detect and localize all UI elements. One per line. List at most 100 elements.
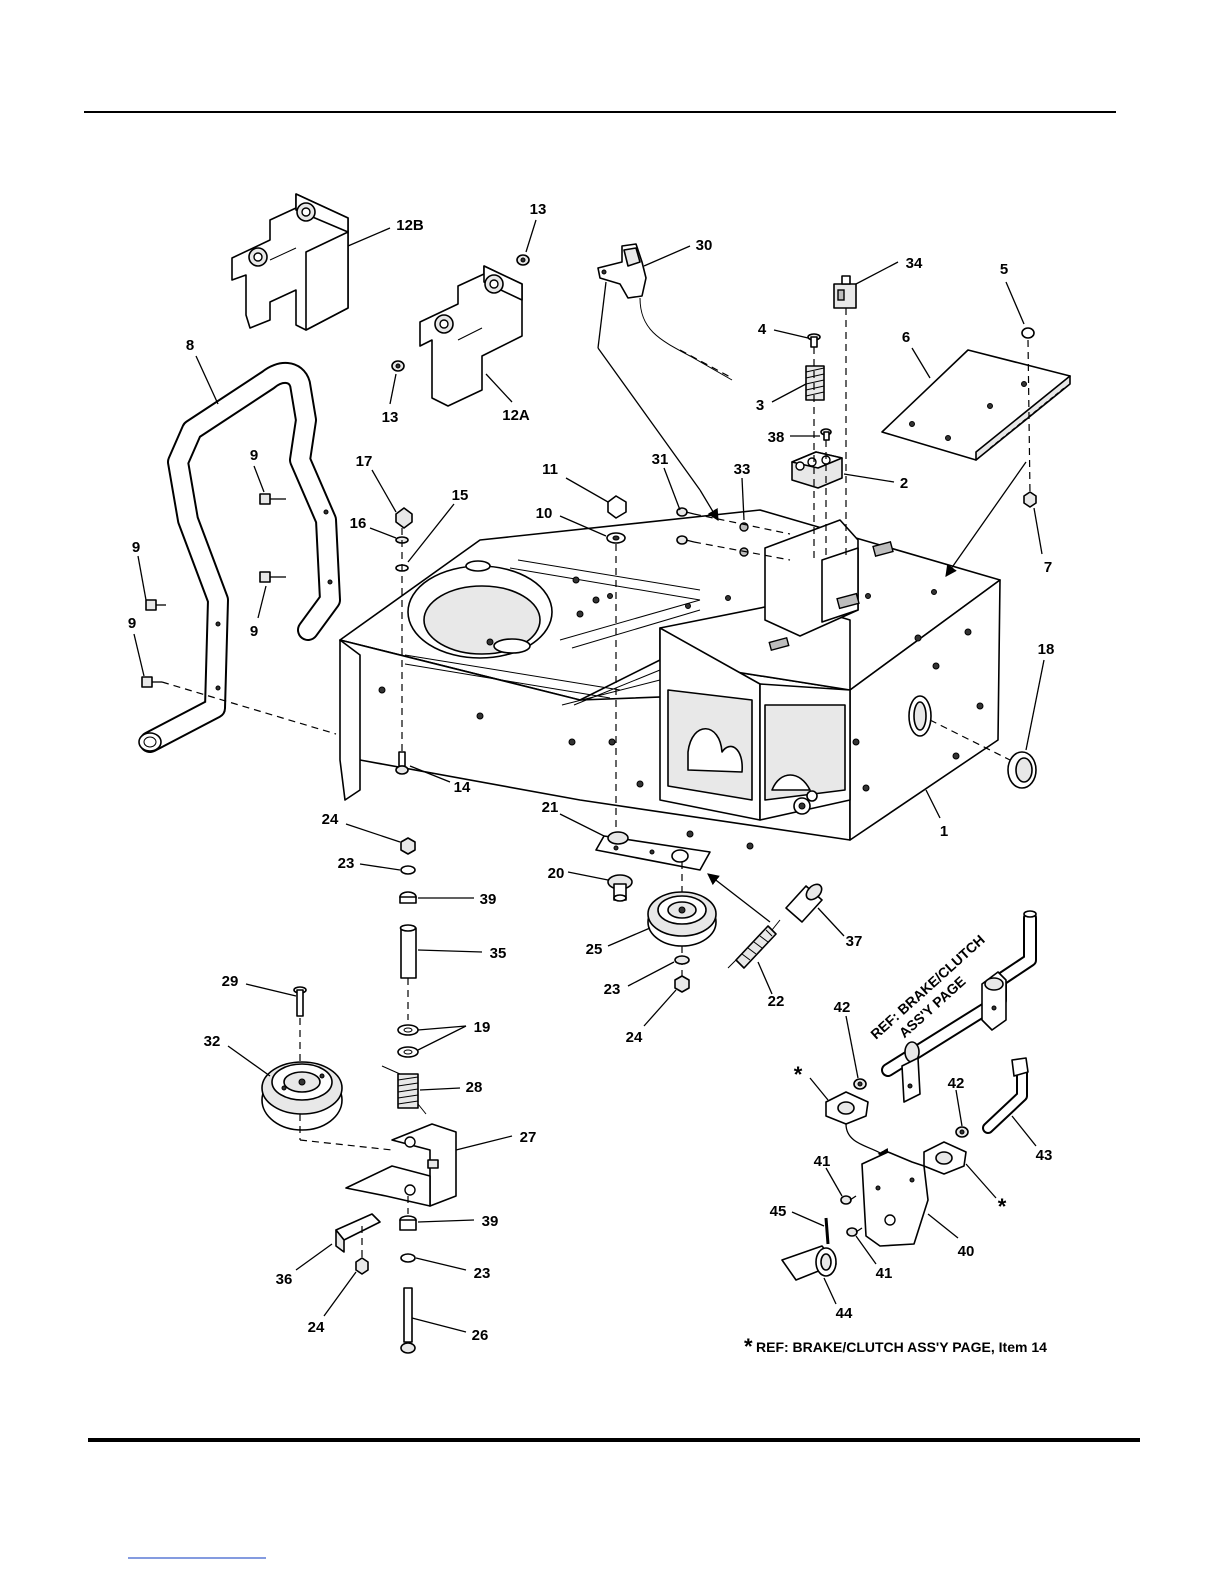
- nut-42-right: [956, 1127, 968, 1137]
- callout-23-top: 23: [338, 855, 355, 872]
- nut-17: [396, 508, 412, 528]
- callout-34: 34: [906, 255, 923, 272]
- pulley-32: [262, 1062, 342, 1130]
- callout-41-b: 41: [876, 1265, 893, 1282]
- pin-45: [826, 1218, 828, 1244]
- nut-11: [608, 496, 626, 518]
- callout-39-bottom: 39: [482, 1213, 499, 1230]
- washer-23-bottom: [401, 1254, 415, 1262]
- callout-15: 15: [452, 487, 469, 504]
- callout-19: 19: [474, 1019, 491, 1036]
- callout-3: 3: [756, 397, 764, 414]
- nut-13-top: [517, 255, 529, 265]
- pivot-20: [608, 875, 632, 901]
- washer-23-top: [401, 866, 415, 874]
- screw-41-b: [847, 1228, 862, 1236]
- callout-1: 1: [940, 823, 948, 840]
- handle-bar-8: [139, 373, 332, 751]
- callout-24-top: 24: [322, 811, 339, 828]
- footnote-star: *: [744, 1334, 753, 1359]
- callout-23-bottom: 23: [474, 1265, 491, 1282]
- switch-34: [834, 276, 856, 308]
- callout-17: 17: [356, 453, 373, 470]
- footnote-text: REF: BRAKE/CLUTCH ASS'Y PAGE, Item 14: [756, 1339, 1047, 1355]
- callout-14: 14: [454, 779, 471, 796]
- screw-38: [821, 429, 831, 440]
- callout-4: 4: [758, 321, 767, 338]
- callout-32: 32: [204, 1033, 221, 1050]
- bolt-9-a: [260, 494, 286, 504]
- rivet-5: [1022, 328, 1034, 338]
- washer-19-a: [398, 1025, 418, 1035]
- nut-42-left: [854, 1079, 866, 1089]
- callout-29: 29: [222, 973, 239, 990]
- callout-2: 2: [900, 475, 908, 492]
- bushing-39-bottom: [400, 1216, 416, 1230]
- plate-40: [862, 1152, 928, 1246]
- pulley-25: [648, 892, 716, 946]
- spacer-35: [401, 925, 417, 978]
- callout-9-c: 9: [132, 539, 140, 556]
- callout-44: 44: [836, 1305, 853, 1322]
- star-marker-right: *: [998, 1194, 1007, 1219]
- callout-11: 11: [542, 461, 558, 478]
- clip-36: [336, 1214, 380, 1252]
- idler-arm-21: [596, 832, 710, 870]
- callout-22: 22: [768, 993, 785, 1010]
- callout-12b: 12B: [396, 217, 424, 234]
- nut-7: [1024, 492, 1036, 507]
- spring-3: [806, 366, 824, 400]
- bracket-12a: [420, 266, 522, 406]
- callout-9-b: 9: [250, 623, 258, 640]
- bushing-39-top: [400, 892, 416, 903]
- flange-bushing-right: [924, 1142, 966, 1174]
- callout-13-top: 13: [530, 201, 547, 218]
- callout-33: 33: [734, 461, 751, 478]
- callout-28: 28: [466, 1079, 483, 1096]
- nut-24-left: [356, 1258, 368, 1274]
- callout-43: 43: [1036, 1147, 1053, 1164]
- star-marker-left: *: [794, 1062, 803, 1087]
- nut-13-left: [392, 361, 404, 371]
- callout-25: 25: [586, 941, 603, 958]
- sleeve-37: [786, 881, 825, 922]
- callout-9-d: 9: [128, 615, 136, 632]
- callout-23-mid: 23: [604, 981, 621, 998]
- bolt-9-b: [260, 572, 286, 582]
- callout-5: 5: [1000, 261, 1008, 278]
- bolt-26: [401, 1288, 415, 1353]
- block-2: [792, 452, 842, 488]
- callout-39-top: 39: [480, 891, 497, 908]
- washer-23-mid: [675, 956, 689, 964]
- washer-10: [607, 533, 625, 543]
- callout-18: 18: [1038, 641, 1055, 658]
- bolt-9-c: [146, 600, 166, 610]
- nut-24-mid: [675, 976, 689, 992]
- washer-19-b: [398, 1047, 418, 1057]
- plate-6: [882, 350, 1070, 460]
- spring-28: [382, 1066, 426, 1114]
- callout-10: 10: [536, 505, 553, 522]
- callout-41-a: 41: [814, 1153, 831, 1170]
- callout-13-left: 13: [382, 409, 399, 426]
- bracket-12b: [232, 194, 348, 330]
- flange-bushing-left: [826, 1092, 868, 1124]
- callout-42-right: 42: [948, 1075, 965, 1092]
- bolt-9-d: [142, 677, 162, 687]
- callout-38: 38: [768, 429, 785, 446]
- control-lever-30: [598, 244, 732, 380]
- callout-21: 21: [542, 799, 559, 816]
- callout-45: 45: [770, 1203, 787, 1220]
- callout-37: 37: [846, 933, 863, 950]
- frame-1: [340, 510, 1000, 849]
- callout-27: 27: [520, 1129, 537, 1146]
- nut-24-top: [401, 838, 415, 854]
- lever-43: [988, 1058, 1028, 1128]
- callout-6: 6: [902, 329, 910, 346]
- callout-24-mid: 24: [626, 1029, 643, 1046]
- callout-31: 31: [652, 451, 669, 468]
- callout-20: 20: [548, 865, 565, 882]
- bolt-29: [294, 987, 306, 1016]
- callout-8: 8: [186, 337, 194, 354]
